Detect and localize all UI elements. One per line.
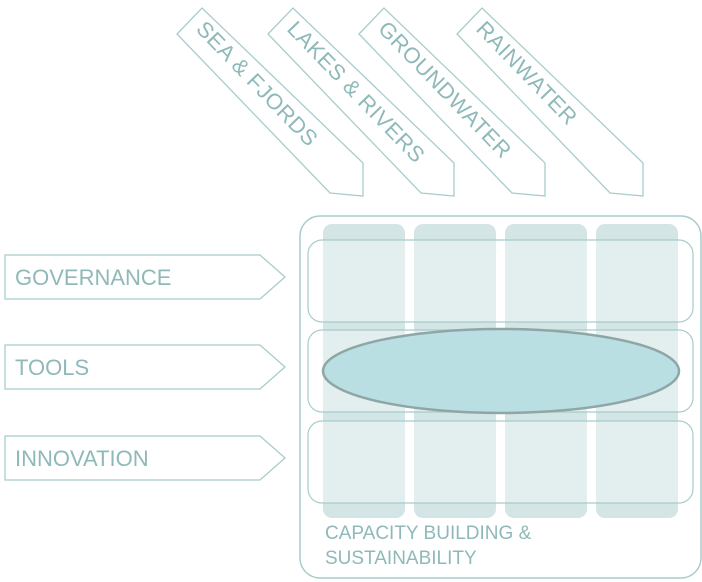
- matrix-caption-line1: CAPACITY BUILDING &: [325, 523, 532, 544]
- matrix-caption-line2: SUSTAINABILITY: [325, 548, 477, 569]
- row-arrow-tools: TOOLS: [4, 344, 286, 390]
- row-band-governance: [307, 239, 694, 323]
- row-label-tools: TOOLS: [15, 355, 89, 380]
- row-arrow-governance: GOVERNANCE: [4, 254, 286, 300]
- column-arrow-rainwater: RAINWATER: [456, 7, 644, 197]
- row-band-innovation: [307, 420, 694, 504]
- row-label-innovation: INNOVATION: [15, 446, 149, 471]
- row-arrow-innovation: INNOVATION: [4, 435, 286, 481]
- central-ellipse: [321, 327, 681, 415]
- row-label-governance: GOVERNANCE: [15, 265, 171, 290]
